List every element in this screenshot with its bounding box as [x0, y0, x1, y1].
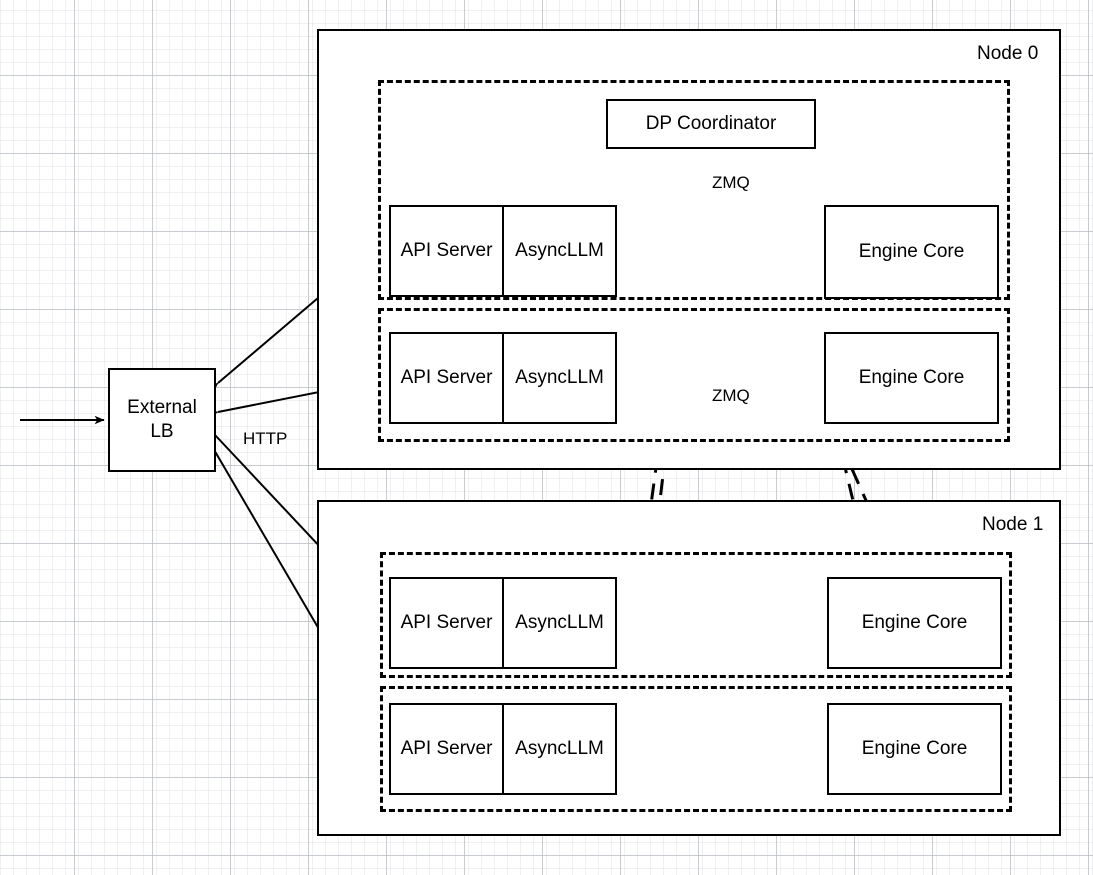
engine-core-n0g0[interactable]: Engine Core [824, 205, 999, 299]
engine-core-label-n0g1: Engine Core [858, 367, 965, 389]
engine-core-n1g1[interactable]: Engine Core [827, 703, 1002, 795]
external-lb-box[interactable]: External LB [108, 368, 216, 472]
api-server-asyncllm-n1g0[interactable]: API Server AsyncLLM [389, 577, 617, 669]
http-edge-label: HTTP [243, 429, 288, 448]
engine-core-label-n0g0: Engine Core [858, 241, 965, 263]
asyncllm-label-n1g1: AsyncLLM [515, 738, 604, 759]
api-server-asyncllm-n0g0[interactable]: API Server AsyncLLM [389, 205, 617, 297]
node-1-label: Node 1 [982, 514, 1044, 535]
external-lb-label: External LB [127, 397, 197, 442]
dp-coordinator-label: DP Coordinator [645, 113, 777, 135]
api-server-asyncllm-n1g1[interactable]: API Server AsyncLLM [389, 703, 617, 795]
asyncllm-label-n0g1: AsyncLLM [515, 367, 604, 388]
engine-core-label-n1g1: Engine Core [861, 738, 968, 760]
api-server-asyncllm-n0g1[interactable]: API Server AsyncLLM [389, 332, 617, 424]
node-0-label: Node 0 [977, 43, 1039, 64]
zmq-label-n0g1: ZMQ [712, 386, 750, 405]
api-server-label-n0g1: API Server [391, 334, 504, 422]
dp-group-n0g0 [378, 80, 1010, 300]
asyncllm-label-n1g0: AsyncLLM [515, 612, 604, 633]
zmq-label-n0: ZMQ [712, 173, 750, 192]
engine-core-n0g1[interactable]: Engine Core [824, 332, 999, 424]
api-server-label-n0g0: API Server [391, 207, 504, 295]
asyncllm-label-n0g0: AsyncLLM [515, 240, 604, 261]
api-server-label-n1g1: API Server [391, 705, 504, 793]
engine-core-n1g0[interactable]: Engine Core [827, 577, 1002, 669]
dp-group-n1g1 [380, 686, 1012, 812]
engine-core-label-n1g0: Engine Core [861, 612, 968, 634]
dp-coordinator-box[interactable]: DP Coordinator [606, 99, 816, 149]
api-server-label-n1g0: API Server [391, 579, 504, 667]
